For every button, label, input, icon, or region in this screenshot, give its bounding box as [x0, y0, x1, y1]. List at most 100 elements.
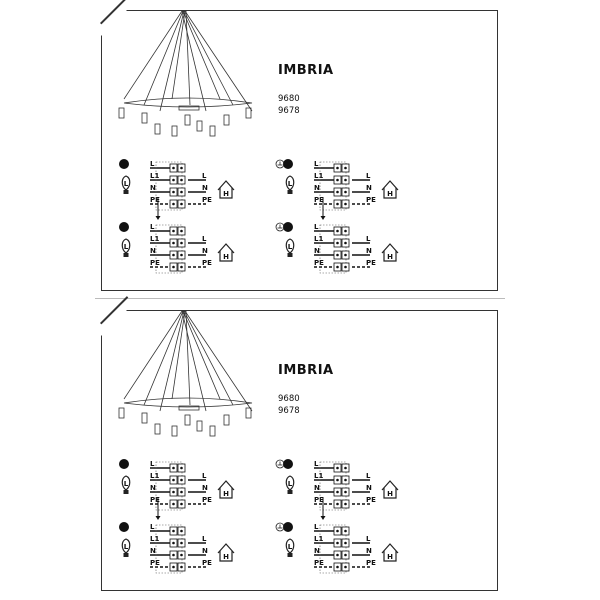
step-number: 1	[286, 161, 291, 169]
terminal-frame	[155, 161, 183, 211]
step-number: 2	[122, 524, 127, 532]
bulb-base	[123, 190, 129, 194]
terminal-screw	[180, 265, 183, 269]
product-title: IMBRIA	[278, 363, 334, 378]
bulb-icon: L	[121, 538, 131, 557]
wire-label-pe: PE	[150, 496, 160, 504]
wire-label-right-n: N	[366, 247, 372, 255]
step-number: 1	[122, 161, 127, 169]
terminal-frame	[155, 524, 183, 574]
step-circle	[283, 159, 293, 169]
terminal-screw	[180, 553, 183, 557]
terminal-screw	[180, 229, 183, 233]
terminal-screw	[172, 541, 175, 545]
wire-label-l1: L1	[314, 472, 323, 480]
wire-label-pe: PE	[150, 196, 160, 204]
bulb-icon: L	[285, 238, 295, 257]
terminal-screw	[344, 178, 347, 182]
terminal-screw	[336, 265, 339, 269]
terminal-screw	[344, 190, 347, 194]
house-letter: H	[387, 190, 393, 198]
wire-label-right-pe: PE	[366, 496, 376, 504]
step-badge: 1	[119, 459, 129, 469]
step-number: 2	[286, 224, 291, 232]
lamp-shade	[196, 120, 203, 132]
bulb-base	[123, 490, 129, 494]
wire-label-n: N	[150, 247, 156, 255]
step-badge: 2	[119, 222, 129, 232]
terminal-screw	[344, 202, 347, 206]
terminal-screw	[180, 202, 183, 206]
house-letter: H	[223, 190, 229, 198]
house-letter: H	[223, 553, 229, 561]
terminal-screw	[336, 178, 339, 182]
step-number: 1	[122, 461, 127, 469]
terminal-frame	[319, 224, 347, 274]
step-circle	[119, 222, 129, 232]
house-icon: H	[381, 180, 399, 199]
terminal-screw	[336, 565, 339, 569]
step-number: 2	[122, 224, 127, 232]
lamp-shade	[223, 414, 230, 426]
bulb-letter: L	[124, 180, 129, 188]
house-icon: H	[381, 543, 399, 562]
terminal-frame	[155, 461, 183, 511]
wire-label-l: L	[314, 160, 319, 168]
terminal-screw	[172, 478, 175, 482]
terminal-screw	[172, 190, 175, 194]
chandelier-drawing	[118, 11, 253, 137]
wire-label-right-pe: PE	[202, 559, 212, 567]
house-letter: H	[223, 490, 229, 498]
bulb-icon: L	[285, 175, 295, 194]
wire-label-l1: L1	[314, 172, 323, 180]
bulb-glass	[121, 475, 131, 491]
bulb-base	[287, 253, 293, 257]
terminal-frame	[319, 161, 347, 211]
hanging-wire	[185, 311, 191, 406]
terminal-screw	[180, 166, 183, 170]
house-outline	[381, 480, 399, 499]
wire-label-n: N	[314, 247, 320, 255]
wire-label-pe: PE	[314, 559, 324, 567]
house-outline	[381, 543, 399, 562]
wire-label-l: L	[150, 523, 155, 531]
step-badge: 1	[275, 159, 293, 169]
wire-label-right-l: L	[202, 472, 207, 480]
house-outline	[217, 180, 235, 199]
wire-label-right-pe: PE	[366, 559, 376, 567]
wire-label-l1: L1	[314, 535, 323, 543]
wire-label-l: L	[150, 460, 155, 468]
terminal-screw	[172, 178, 175, 182]
terminal-screw	[172, 241, 175, 245]
lamp-shade	[118, 407, 125, 419]
wire-label-right-n: N	[366, 547, 372, 555]
step-badge: 2	[119, 522, 129, 532]
hanging-wire	[184, 11, 253, 112]
terminal-screw	[336, 229, 339, 233]
wire-label-right-pe: PE	[366, 196, 376, 204]
wire-label-pe: PE	[150, 259, 160, 267]
house-icon: H	[217, 243, 235, 262]
card-corner-fold	[101, 310, 127, 336]
terminal-screw	[336, 202, 339, 206]
terminal-screw	[172, 565, 175, 569]
terminal-frame	[155, 224, 183, 274]
wire-label-right-l: L	[366, 535, 371, 543]
terminal-screw	[180, 241, 183, 245]
hanging-wire	[159, 311, 185, 412]
terminal-screw	[344, 466, 347, 470]
terminal-screw	[344, 529, 347, 533]
bulb-letter: L	[288, 243, 293, 251]
house-icon: H	[381, 480, 399, 499]
lamp-shade	[154, 423, 161, 435]
hanging-wire	[183, 311, 234, 406]
bulb-glass	[121, 538, 131, 554]
terminal-screw	[336, 166, 339, 170]
house-outline	[217, 543, 235, 562]
house-icon: H	[217, 543, 235, 562]
